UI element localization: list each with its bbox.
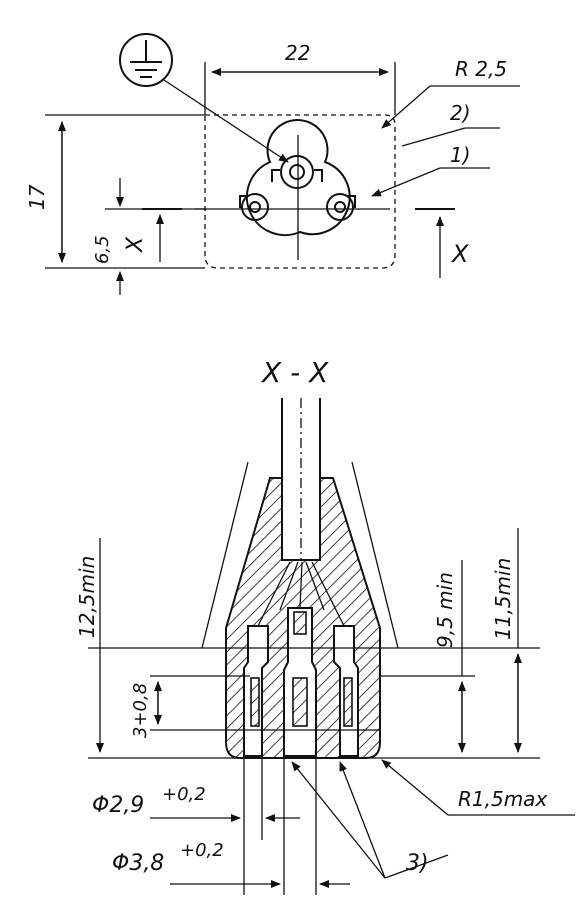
trefoil-contour [245, 119, 351, 237]
svg-text:X: X [123, 236, 148, 253]
right-contact [326, 193, 356, 221]
svg-text:1): 1) [450, 143, 471, 167]
svg-text:R1,5max: R1,5max [458, 787, 547, 811]
callout-1: 1) [371, 143, 490, 197]
width-dimension: 22 [204, 41, 396, 115]
reference-lines [88, 647, 540, 759]
dim-large-diameter: Φ3,8 +0,2 [112, 840, 350, 888]
radius-label: R 2,5 [455, 57, 507, 81]
dim-small-diameter: Φ2,9 +0,2 [92, 784, 300, 822]
svg-text:X: X [450, 240, 469, 268]
svg-text:2): 2) [450, 101, 471, 125]
dim-right-inner: 9,5 min [433, 560, 466, 753]
center-lines [195, 135, 390, 260]
svg-text:Φ2,9: Φ2,9 [92, 793, 144, 818]
socket-outline [204, 114, 396, 269]
offset-dimension: 6,5 [92, 178, 205, 295]
width-value: 22 [285, 41, 310, 65]
svg-text:3): 3) [406, 851, 429, 876]
height-dimension: 17 [25, 114, 205, 269]
ground-icon [119, 33, 173, 87]
offset-value: 6,5 [92, 235, 113, 264]
radius-max-callout: R1,5max [381, 759, 575, 816]
radius-callout: R 2,5 [381, 57, 520, 129]
left-contact [239, 193, 269, 221]
ground-leader [163, 79, 289, 163]
svg-text:Φ3,8: Φ3,8 [112, 851, 164, 876]
earth-contact [271, 155, 323, 189]
callout-2: 2) [401, 101, 500, 147]
wires [257, 561, 345, 627]
envelope [201, 461, 399, 649]
top-view: 22 17 6,5 X X [25, 33, 520, 295]
svg-text:3+0,8: 3+0,8 [130, 683, 151, 738]
section-view: X - X 12,5min [75, 356, 575, 895]
diameter-extension-lines [243, 758, 317, 895]
section-mark-right: X [415, 208, 469, 278]
callout-3: 3) [291, 761, 449, 879]
dim-left-hole: 3+0,8 [130, 681, 162, 738]
dim-left-overall: 12,5min [75, 538, 104, 753]
section-mark-left: X [123, 208, 182, 262]
height-value: 17 [25, 184, 49, 210]
section-title: X - X [260, 356, 329, 389]
contact-pins [250, 611, 353, 727]
svg-text:9,5 min: 9,5 min [433, 572, 457, 648]
svg-text:11,5min: 11,5min [491, 558, 515, 640]
dim-right-outer: 11,5min [491, 528, 522, 753]
svg-text:+0,2: +0,2 [162, 784, 206, 805]
svg-text:12,5min: 12,5min [75, 556, 99, 638]
svg-text:+0,2: +0,2 [180, 840, 224, 861]
